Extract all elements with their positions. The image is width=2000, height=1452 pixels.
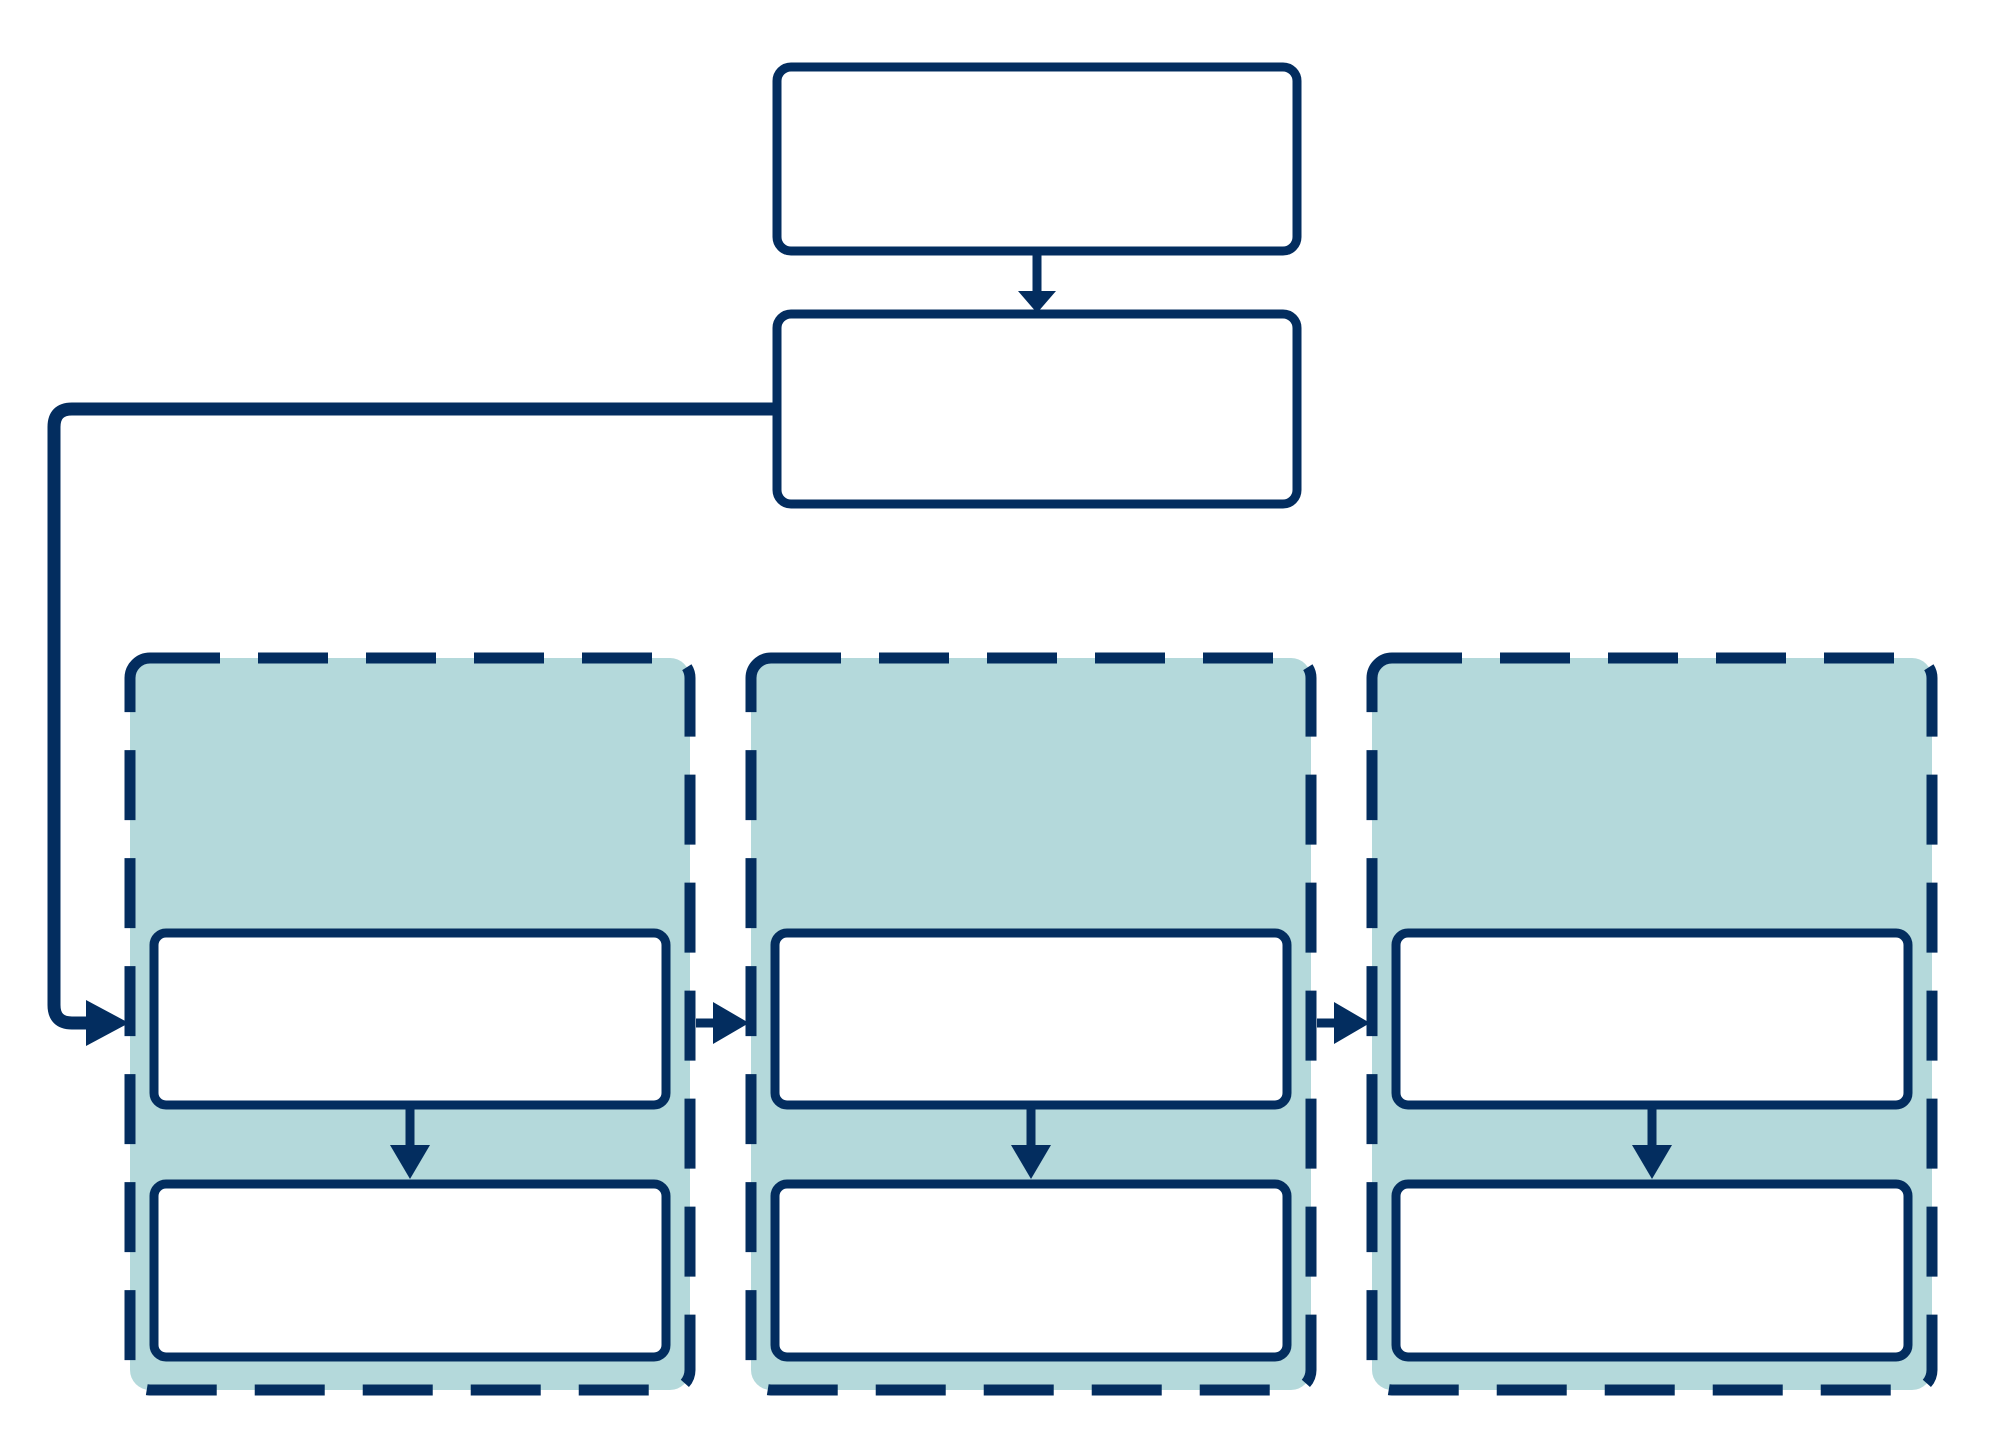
- elbow-connector-line: [47, 402, 777, 1030]
- arrow-group1-to-group2-head: [713, 1002, 749, 1044]
- group-3-step-box: [1391, 928, 1913, 1110]
- group-1-step-box: [149, 928, 671, 1110]
- second-node-box: [772, 309, 1302, 509]
- group-1-sub-box: [149, 1179, 671, 1362]
- group-1: [124, 652, 696, 1396]
- group-3: [1366, 652, 1938, 1396]
- group-3-down-arrow-head: [1632, 1145, 1672, 1179]
- group-2: [745, 652, 1317, 1396]
- arrow-top-to-second-head: [1018, 291, 1056, 313]
- top-node-box: [772, 62, 1302, 256]
- group-3-sub-box: [1391, 1179, 1913, 1362]
- elbow-connector-head: [86, 1000, 129, 1046]
- arrow-group2-to-group3-head: [1334, 1002, 1370, 1044]
- group-1-down-arrow-head: [390, 1145, 430, 1179]
- group-2-sub-box: [770, 1179, 1292, 1362]
- group-2-down-arrow-head: [1011, 1145, 1051, 1179]
- group-2-step-box: [770, 928, 1292, 1110]
